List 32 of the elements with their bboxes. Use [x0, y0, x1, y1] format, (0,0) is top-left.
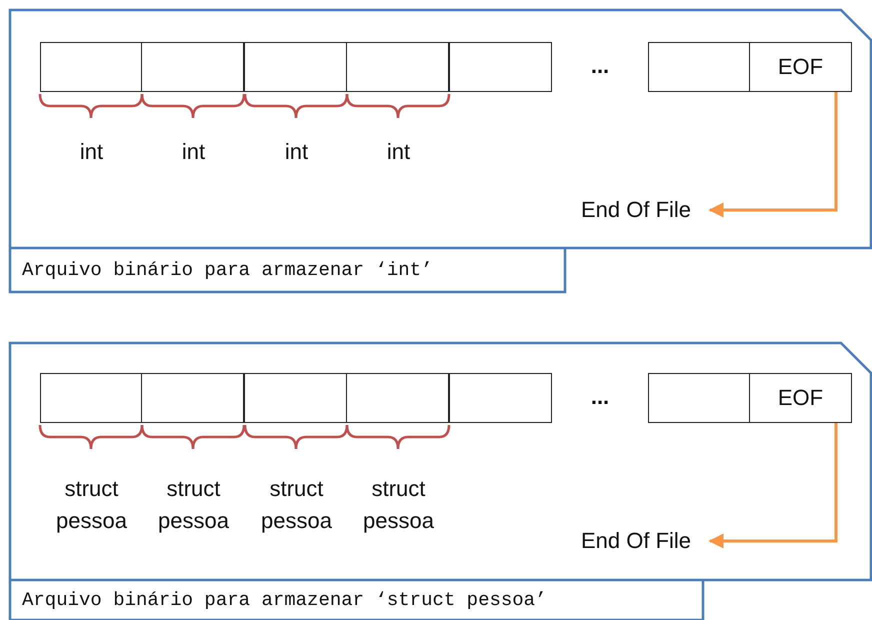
brace-label: int: [284, 138, 310, 166]
data-cell: [449, 42, 552, 92]
brace-label: struct pessoa: [55, 475, 128, 535]
data-cell: [40, 373, 143, 423]
data-cell: [346, 373, 449, 423]
arrow: [708, 423, 838, 548]
brace-label: int: [180, 138, 206, 166]
data-cell: [648, 42, 751, 92]
data-cell: [141, 373, 244, 423]
arrow: [708, 92, 838, 218]
ellipsis: ...: [590, 383, 610, 411]
brace-label: int: [78, 138, 104, 166]
data-cell: [40, 42, 143, 92]
eof-cell: EOF: [749, 42, 852, 92]
eof-cell: EOF: [749, 373, 852, 423]
data-cell: [648, 373, 751, 423]
file-caption: Arquivo binário para armazenar ‘struct pessoa’: [21, 588, 548, 613]
file-panel: [10, 10, 872, 292]
brace-label: struct pessoa: [157, 475, 230, 535]
file-caption: Arquivo binário para armazenar ‘int’: [21, 258, 434, 283]
data-cell: [346, 42, 449, 92]
ellipsis: ...: [590, 52, 610, 80]
data-cell: [449, 373, 552, 423]
brace-label: struct pessoa: [362, 475, 435, 535]
data-cell: [244, 373, 347, 423]
data-cell: [244, 42, 347, 92]
brace-label: struct pessoa: [260, 475, 333, 535]
annotation-text: End Of File: [566, 194, 706, 226]
annotation-text: End Of File: [566, 525, 706, 557]
brace-label: int: [386, 138, 412, 166]
data-cell: [141, 42, 244, 92]
file-panel: [10, 343, 872, 620]
